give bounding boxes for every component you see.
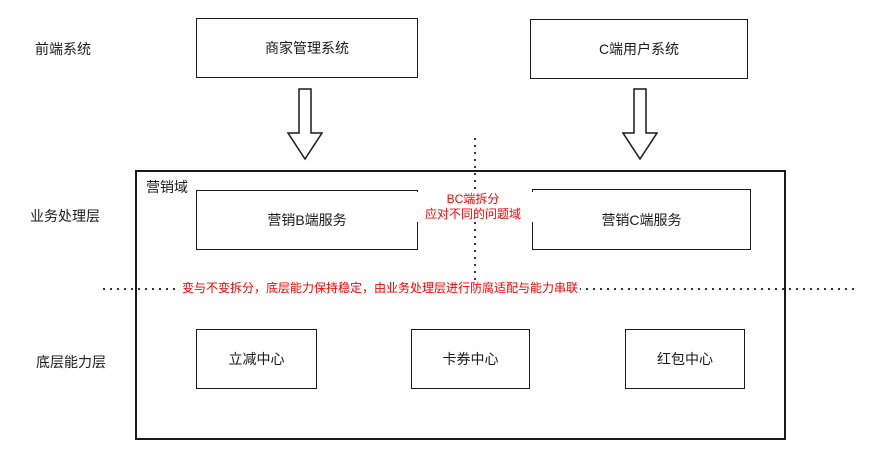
box-merchant-system: 商家管理系统 — [196, 18, 418, 78]
box-cend-user-system: C端用户系统 — [530, 19, 748, 79]
annotation-stability-note: 变与不变拆分，底层能力保持稳定，由业务处理层进行防腐适配与能力串联 — [180, 281, 581, 296]
down-arrow-icon — [287, 88, 323, 161]
label-business-layer: 业务处理层 — [30, 208, 100, 224]
label-frontend-layer: 前端系统 — [35, 41, 91, 57]
box-instant-discount-center: 立减中心 — [196, 329, 317, 389]
box-coupon-center: 卡券中心 — [411, 329, 530, 389]
box-marketing-c-service: 营销C端服务 — [532, 189, 751, 250]
annotation-bc-split-line1: BC端拆分 — [446, 192, 500, 206]
box-marketing-domain — [135, 170, 786, 440]
annotation-bc-split-line2: 应对不同的问题域 — [424, 207, 521, 221]
down-arrow-icon — [622, 88, 658, 161]
label-capability-layer: 底层能力层 — [36, 354, 106, 370]
annotation-bc-split: BC端拆分 应对不同的问题域 — [409, 192, 537, 222]
box-marketing-b-service: 营销B端服务 — [196, 190, 418, 250]
box-red-packet-center: 红包中心 — [625, 329, 745, 389]
label-marketing-domain: 营销域 — [146, 179, 188, 195]
